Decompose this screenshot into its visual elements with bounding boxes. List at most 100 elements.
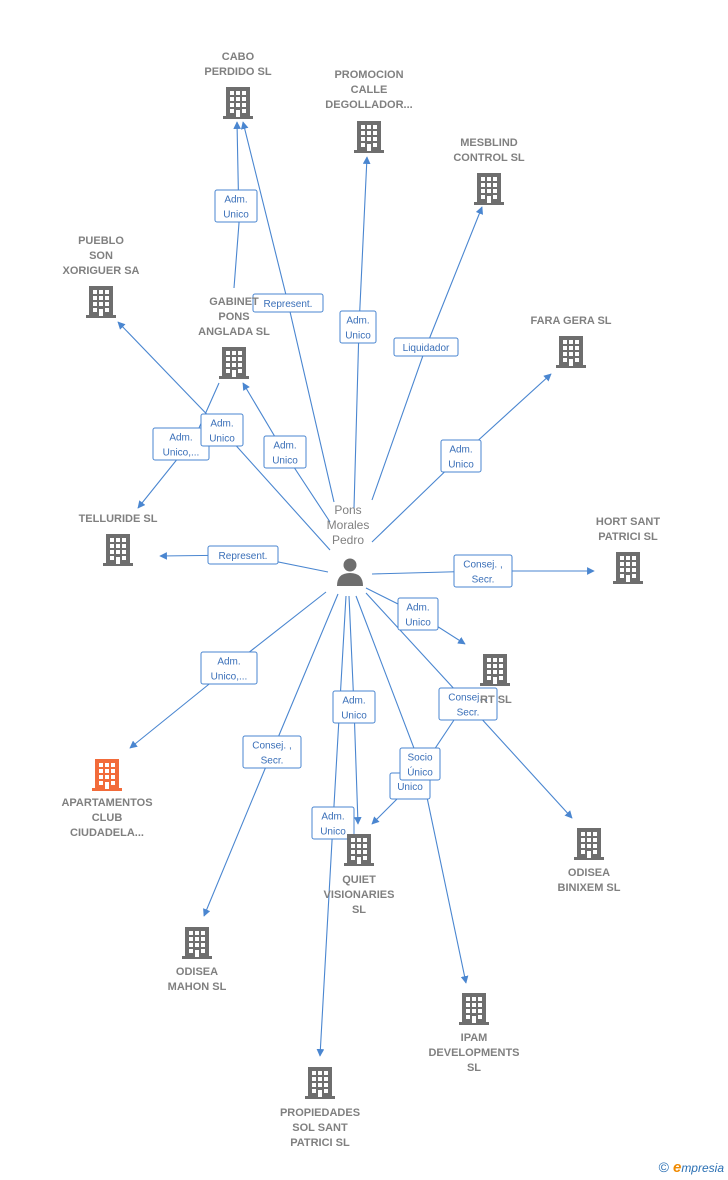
building-icon[interactable] [92,759,122,791]
edge-label-text: Adm. [224,195,247,206]
edge-label-text: Socio [407,753,432,764]
edge-label-text: Unico [209,434,235,445]
company-node-fara[interactable]: FARA GERA SL [530,315,612,368]
company-name[interactable]: BINIXEM SL [558,882,621,894]
person-icon[interactable] [337,558,363,587]
edge-label-text: Unico [448,460,474,471]
edge-label: Represent. [252,293,324,313]
building-icon[interactable] [86,286,116,318]
company-name[interactable]: PONS [218,311,249,323]
company-node-odisea_m[interactable]: ODISEA MAHON SL [168,927,227,993]
company-name[interactable]: CABO [222,51,255,63]
edge-label: Consej. ,Secr. [242,735,302,769]
company-name[interactable]: PERDIDO SL [204,66,272,78]
company-node-odisea_b[interactable]: ODISEA BINIXEM SL [558,828,621,894]
company-node-gabinet[interactable]: GABINET PONS ANGLADA SL [198,296,270,379]
company-name[interactable]: PROMOCION [334,69,403,81]
edge-label: Adm.Unico [332,690,376,724]
company-name[interactable]: DEGOLLADOR... [325,99,412,111]
company-name[interactable]: SL [467,1062,481,1074]
edge-label-text: Adm. [342,696,365,707]
company-name[interactable]: ODISEA [568,867,610,879]
company-name[interactable]: PUEBLO [78,235,124,247]
company-name[interactable]: APARTAMENTOS [61,797,152,809]
edge-label-text: Unico [320,827,346,838]
company-name[interactable]: CONTROL SL [453,152,525,164]
company-name[interactable]: HORT SANT [596,516,660,528]
company-node-ipam[interactable]: IPAM DEVELOPMENTS SL [428,993,520,1074]
company-name[interactable]: IPAM [461,1032,488,1044]
edge-label-text: Represent. [219,551,268,562]
company-name[interactable]: GABINET [209,296,259,308]
company-name[interactable]: SON [89,250,113,262]
building-icon[interactable] [223,87,253,119]
company-node-cabo[interactable]: CABO PERDIDO SL [204,51,272,119]
company-name[interactable]: MAHON SL [168,981,227,993]
company-name[interactable]: ODISEA [176,966,218,978]
company-node-telluride[interactable]: TELLURIDE SL [79,513,158,566]
building-icon[interactable] [354,121,384,153]
company-name[interactable]: CIUDADELA... [70,827,144,839]
person-name[interactable]: Pedro [332,533,364,547]
building-icon[interactable] [344,834,374,866]
building-icon[interactable] [480,654,510,686]
edge-label-text: Único [407,766,433,779]
edge-label-text: Consej. , [448,693,487,704]
person-name[interactable]: Morales [327,518,370,532]
building-icon[interactable] [219,347,249,379]
company-name[interactable]: TELLURIDE SL [79,513,158,525]
company-name[interactable]: VISIONARIES [324,889,395,901]
company-node-propiedades[interactable]: PROPIEDADES SOL SANT PATRICI SL [280,1067,360,1149]
company-node-quiet[interactable]: QUIET VISIONARIES SL [324,834,395,916]
edge-label-text: Unico,... [211,672,248,683]
company-name[interactable]: SL [352,904,366,916]
copyright-footer: ©empresia [659,1159,724,1176]
edge-label: Adm.Unico,... [200,651,258,685]
edge-label: Adm.Unico [311,806,355,840]
company-name[interactable]: FARA GERA SL [530,315,611,327]
company-node-promocion[interactable]: PROMOCION CALLE DEGOLLADOR... [325,69,413,153]
edge-label-box [332,690,376,724]
company-name[interactable]: DEVELOPMENTS [428,1047,519,1059]
company-name[interactable]: XORIGUER SA [62,265,139,277]
edge-label-text: Secr. [457,708,480,719]
building-icon[interactable] [574,828,604,860]
edge-label-box [397,597,439,631]
company-name[interactable]: SOL SANT [292,1122,348,1134]
person-name[interactable]: Pons [334,503,361,517]
company-node-hort[interactable]: HORT SANT PATRICI SL [596,516,660,584]
company-node-mesblind[interactable]: MESBLIND CONTROL SL [453,137,525,205]
company-node-rt[interactable]: RT SL [480,654,512,706]
company-name[interactable]: PROPIEDADES [280,1107,360,1119]
building-icon[interactable] [556,336,586,368]
edge-label: Represent. [207,545,279,565]
company-node-pueblo[interactable]: PUEBLO SON XORIGUER SA [62,235,140,318]
company-name[interactable]: ANGLADA SL [198,326,270,338]
company-name[interactable]: RT SL [480,694,512,706]
company-name[interactable]: MESBLIND [460,137,518,149]
edge-label-box [440,439,482,473]
edge-label-box [200,413,244,447]
company-name[interactable]: QUIET [342,874,376,886]
company-name[interactable]: PATRICI SL [290,1137,350,1149]
building-icon[interactable] [459,993,489,1025]
copyright-icon: © [658,1159,669,1175]
building-icon[interactable] [103,534,133,566]
edge-label-text: Unico [345,331,371,342]
edge-label: Adm.Unico,... [152,427,210,461]
edge-label-text: Adm. [273,441,296,452]
building-icon[interactable] [305,1067,335,1099]
building-icon[interactable] [182,927,212,959]
building-icon[interactable] [474,173,504,205]
company-name[interactable]: PATRICI SL [598,531,658,543]
edge-label-box [393,337,459,357]
edge-label-text: Unico [405,618,431,629]
company-name[interactable]: CLUB [92,812,123,824]
edge-label-text: Unico [272,456,298,467]
company-name[interactable]: CALLE [351,84,388,96]
company-node-apartamentos[interactable]: APARTAMENTOS CLUB CIUDADELA... [61,759,153,839]
building-icon[interactable] [613,552,643,584]
edge-label-box [339,310,377,344]
